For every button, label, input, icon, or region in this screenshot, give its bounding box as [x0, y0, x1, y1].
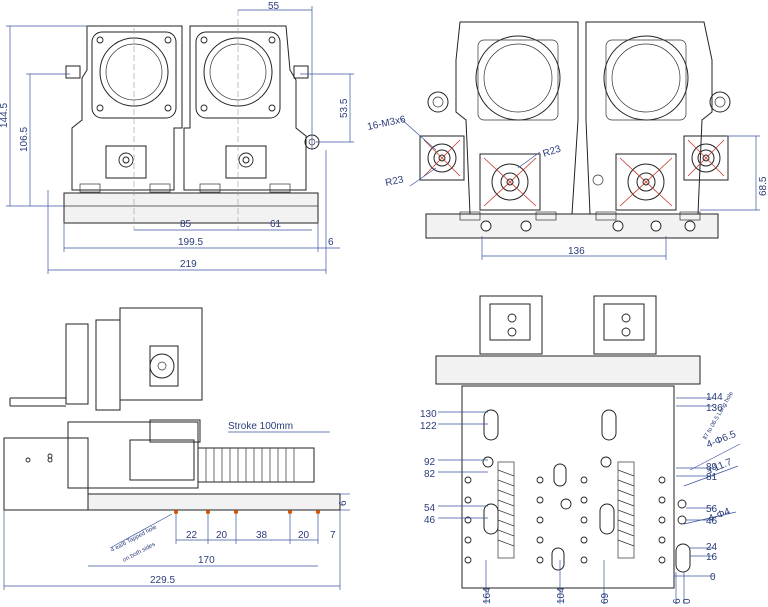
dim-219: 219: [180, 259, 197, 270]
right-motor-top: [593, 295, 657, 355]
dim-6: 6: [328, 237, 334, 248]
leadscrew: [197, 447, 315, 483]
right-housing: [183, 25, 307, 191]
dim-68-5: 68.5: [758, 176, 768, 196]
dim-54: 54: [424, 503, 436, 514]
rear-right-housing: [585, 21, 713, 215]
dim-46: 46: [424, 515, 436, 526]
rear-left-housing: [455, 21, 579, 215]
base-plate: [63, 192, 319, 224]
dim-7: 7: [330, 530, 336, 541]
stroke-label: Stroke 100mm: [228, 421, 293, 432]
left-housing: [71, 25, 183, 191]
dim-92: 92: [424, 457, 436, 468]
dim-69: 69: [600, 592, 611, 604]
dim-81: 81: [706, 472, 718, 483]
dim-16-m3x6: 16-M3x6: [366, 114, 407, 133]
dim-199-5: 199.5: [178, 237, 203, 248]
dim-6-rail: 6: [338, 500, 349, 506]
dim-6-b: 6: [672, 598, 683, 604]
dim-144-5: 144.5: [0, 103, 10, 128]
dim-53-5: 53.5: [339, 98, 350, 118]
dim-104: 104: [556, 587, 567, 604]
dim-136-r: 136: [706, 403, 723, 414]
center-left-mount: [479, 153, 541, 211]
dim-130: 130: [420, 409, 437, 420]
dim-56: 56: [706, 504, 718, 515]
dim-170: 170: [198, 555, 215, 566]
dim-85: 85: [180, 219, 192, 230]
dim-89: 89: [706, 462, 718, 473]
dim-106-5: 106.5: [19, 127, 30, 152]
dim-r23-left: R23: [384, 174, 405, 189]
left-motor-top: [479, 295, 543, 355]
dim-38: 38: [256, 530, 268, 541]
center-right-mount: [615, 153, 677, 211]
dim-164: 164: [482, 587, 493, 604]
dim-r23-center: R23: [542, 144, 563, 160]
dim-144: 144: [706, 392, 723, 403]
dim-0-b: 0: [682, 598, 693, 604]
dim-82: 82: [424, 469, 436, 480]
dim-46-r: 46: [706, 516, 718, 527]
rear-base-plate: [425, 213, 719, 239]
dim-0-r: 0: [710, 572, 716, 583]
dim-136: 136: [568, 246, 585, 257]
dim-55: 55: [268, 1, 280, 12]
top-left-view: 55 144.5 106.5 53.5 85 61 199.5 6 219: [0, 1, 354, 274]
bottom-right-view: 130 122 92 82 54 46 144 136 89 81 56 46 …: [420, 295, 741, 604]
dim-20a: 20: [216, 530, 228, 541]
dim-229-5: 229.5: [150, 575, 175, 586]
plan-outline: [461, 385, 675, 589]
top-right-view: 16-M3x6 R23 R23 68.5 136: [366, 21, 768, 260]
dim-20b: 20: [298, 530, 310, 541]
bottom-left-view: Stroke 100mm 6 22 20 38 20 7 170 229.5 4…: [3, 307, 350, 590]
dim-22: 22: [186, 530, 198, 541]
left-mount-plate: [419, 135, 465, 181]
dim-61: 61: [270, 219, 282, 230]
linear-rail-base: [87, 493, 341, 511]
dim-16: 16: [706, 552, 718, 563]
right-mount-plate: [683, 135, 729, 181]
dim-122: 122: [420, 421, 437, 432]
dim-24: 24: [706, 542, 718, 553]
